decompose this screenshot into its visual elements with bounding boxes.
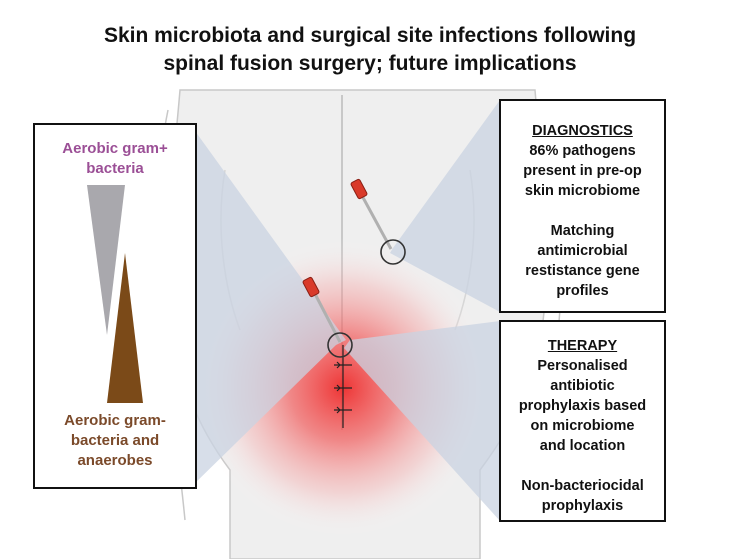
diagnostics-line: 86% pathogens (529, 143, 636, 159)
gram-negative-label: Aerobic gram- bacteria and anaerobes (35, 411, 195, 471)
gram-negative-wedge (107, 253, 143, 403)
gram-negative-label-line-2: bacteria and (70, 432, 160, 449)
diagnostics-line: restistance gene (525, 263, 640, 279)
diagnostics-panel: DIAGNOSTICS 86% pathogens present in pre… (499, 99, 666, 313)
title-line-2: spinal fusion surgery; future implicatio… (163, 52, 577, 75)
callout-therapy (344, 321, 500, 521)
gram-positive-label-line-2: bacteria (86, 160, 144, 177)
bacteria-wedges (87, 185, 143, 403)
callout-diagnostics (390, 100, 500, 312)
diagnostics-line: present in pre-op (523, 163, 642, 179)
gram-negative-label-line-1: Aerobic gram- (64, 412, 166, 429)
sutures (334, 345, 352, 428)
therapy-line: Personalised (537, 358, 628, 374)
therapy-line: and location (539, 438, 626, 454)
gram-positive-wedge (87, 185, 125, 335)
therapy-line: antibiotic (550, 378, 615, 394)
diagnostics-line: Matching (550, 223, 615, 239)
title-line-1: Skin microbiota and surgical site infect… (103, 24, 637, 47)
swab-upper (350, 178, 406, 265)
callout-left (190, 124, 346, 488)
gram-positive-label: Aerobic gram+ bacteria (35, 139, 195, 179)
bacteria-gradient-panel: Aerobic gram+ bacteria Aerobic gram- bac… (33, 123, 197, 489)
diagnostics-line: profiles (556, 283, 609, 299)
therapy-panel: THERAPY Personalised antibiotic prophyla… (499, 320, 666, 522)
diagnostics-line: skin microbiome (524, 183, 641, 199)
therapy-line: prophylaxis based (518, 398, 647, 414)
therapy-line: on microbiome (530, 418, 635, 434)
page-title: Skin microbiota and surgical site infect… (40, 22, 700, 78)
swab-lower (302, 276, 353, 358)
diagnostics-line: antimicrobial (537, 243, 628, 259)
gram-negative-label-line-3: anaerobes (77, 452, 153, 469)
therapy-line: prophylaxis (541, 498, 624, 514)
therapy-heading: THERAPY (547, 338, 618, 354)
gram-positive-label-line-1: Aerobic gram+ (62, 140, 168, 157)
therapy-line: Non-bacteriocidal (521, 478, 644, 494)
diagnostics-heading: DIAGNOSTICS (532, 123, 633, 139)
